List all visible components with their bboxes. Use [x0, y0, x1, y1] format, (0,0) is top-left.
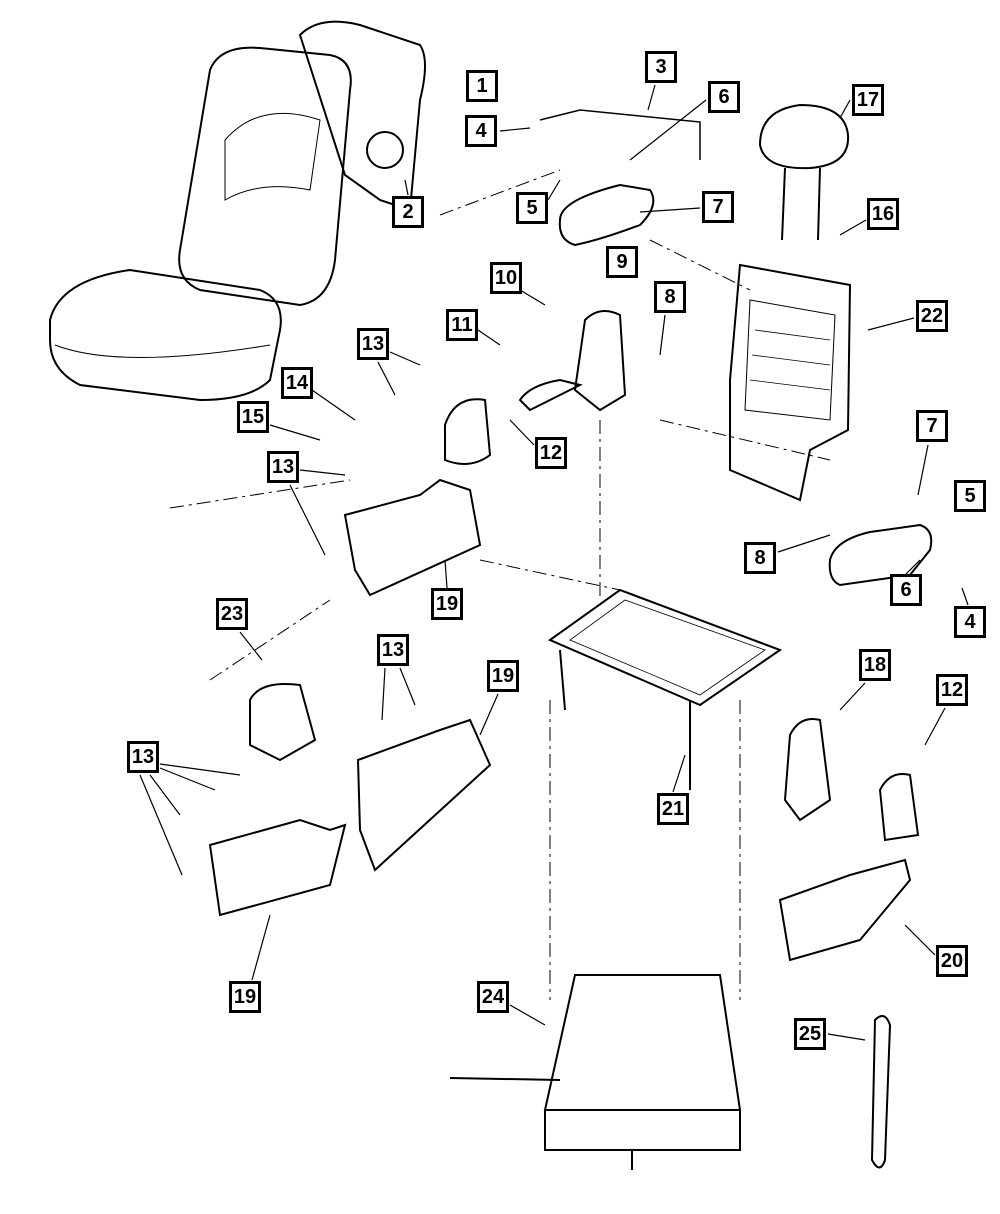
bracket-cover [249, 683, 317, 762]
seat-back-cushion [178, 46, 352, 307]
callout-19: 19 [487, 660, 519, 692]
side-shield-lower-right [356, 718, 492, 872]
callout-13: 13 [377, 634, 409, 666]
callout-22: 22 [916, 300, 948, 332]
callout-19: 19 [431, 588, 463, 620]
callout-7: 7 [702, 191, 734, 223]
callout-12: 12 [936, 674, 968, 706]
callout-18: 18 [859, 649, 891, 681]
callout-6: 6 [890, 574, 922, 606]
callout-3: 3 [645, 51, 677, 83]
callout-11: 11 [446, 309, 478, 341]
callout-20: 20 [936, 945, 968, 977]
callout-17: 17 [852, 84, 884, 116]
link-strap [870, 1015, 892, 1169]
callout-8: 8 [654, 281, 686, 313]
armrest-lower [828, 523, 933, 587]
seat-cushion-frame [547, 588, 783, 790]
recliner-bracket-right [783, 718, 832, 822]
callout-19: 19 [229, 981, 261, 1013]
callout-8: 8 [744, 542, 776, 574]
callout-23: 23 [216, 598, 248, 630]
seat-back-frame [729, 263, 852, 502]
side-shield-upper [343, 478, 482, 597]
hinge-cover-upper [444, 398, 492, 465]
callout-6: 6 [708, 81, 740, 113]
assembly-lines [169, 169, 831, 1000]
callout-16: 16 [867, 198, 899, 230]
callout-4: 4 [465, 115, 497, 147]
seat-cushion [49, 268, 282, 402]
callout-7: 7 [916, 410, 948, 442]
callout-9: 9 [606, 246, 638, 278]
seat-back-panel [298, 20, 426, 212]
recliner-mechanism [573, 310, 627, 412]
callout-24: 24 [477, 981, 509, 1013]
callout-15: 15 [237, 401, 269, 433]
callout-21: 21 [657, 793, 689, 825]
side-shield-right [778, 858, 912, 962]
callout-2: 2 [392, 196, 424, 228]
armrest-upper [558, 183, 655, 247]
callout-1: 1 [466, 70, 498, 102]
hinge-cover-right [878, 773, 920, 842]
callout-13: 13 [267, 451, 299, 483]
callout-5: 5 [954, 480, 986, 512]
side-shield-lower-left [208, 818, 347, 917]
seat-riser [449, 974, 742, 1170]
armrest-rod [539, 109, 701, 160]
callout-13: 13 [127, 741, 159, 773]
callout-12: 12 [535, 437, 567, 469]
callout-10: 10 [490, 262, 522, 294]
callout-25: 25 [794, 1018, 826, 1050]
recliner-handle [518, 378, 583, 412]
callout-14: 14 [281, 367, 313, 399]
callout-5: 5 [516, 192, 548, 224]
callout-4: 4 [954, 606, 986, 638]
callout-13: 13 [357, 328, 389, 360]
headrest [758, 103, 850, 241]
leader-lines [139, 84, 969, 1041]
